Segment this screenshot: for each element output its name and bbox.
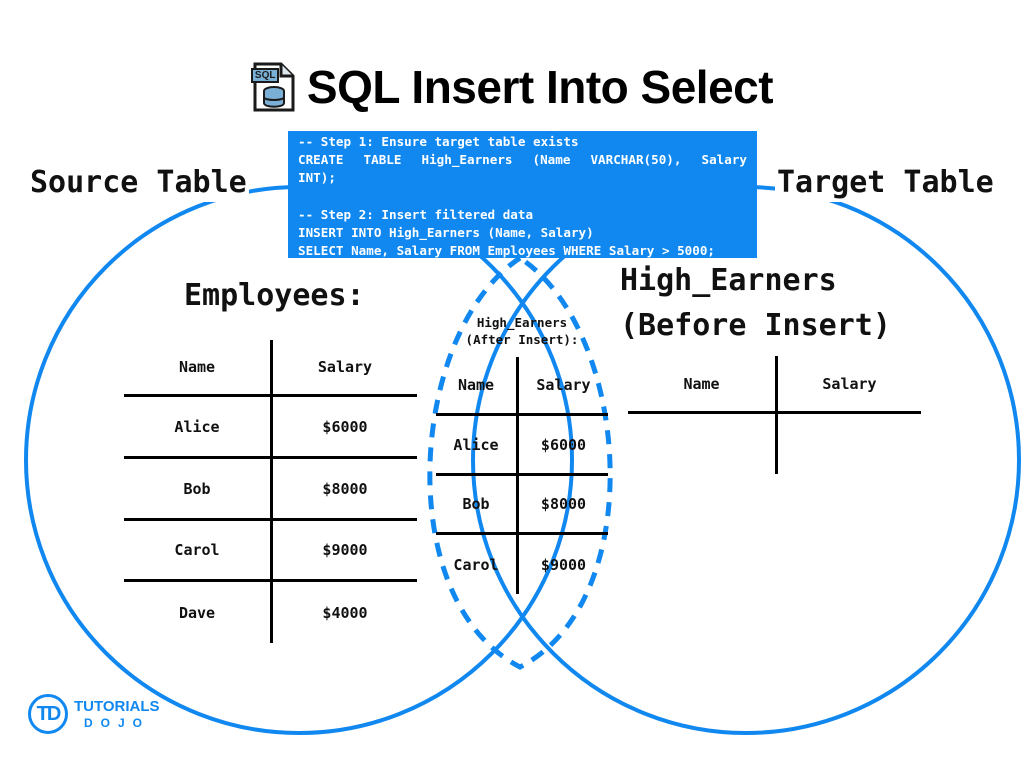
empty-table-cell [628, 414, 778, 474]
overlap-table: Name Salary Alice $6000 Bob $8000 Carol … [436, 357, 608, 594]
header-cell: Salary [519, 357, 608, 416]
target-title-line2: (Before Insert) [620, 308, 891, 343]
table-cell: $9000 [540, 555, 587, 574]
source-table: Name Salary Alice $6000 Bob $8000 Carol … [124, 340, 417, 643]
sql-icon-tag: SQL [254, 70, 276, 81]
overlap-dashed-outline [427, 255, 613, 670]
target-table: Name Salary [628, 356, 921, 474]
logo-line1: TUTORIALS [74, 697, 160, 715]
logo-line2: DOJO [84, 715, 151, 730]
source-table-label: Source Table [28, 164, 249, 202]
empty-table-cell [778, 414, 921, 474]
table-cell: $9000 [273, 521, 417, 582]
sql-file-icon: SQL [250, 61, 297, 113]
overlap-title-line2: (After Insert): [465, 332, 579, 347]
target-table-title: High_Earners (Before Insert) [620, 258, 891, 348]
header-cell: Salary [273, 340, 417, 397]
sql-code-block: -- Step 1: Ensure target table exists CR… [288, 131, 757, 258]
table-cell: Bob [124, 459, 273, 521]
code-line: CREATE TABLE High_Earners (Name VARCHAR(… [298, 152, 747, 168]
code-line: -- Step 2: Insert filtered data [298, 206, 534, 222]
header-cell: Salary [778, 356, 921, 414]
table-cell: Alice [436, 416, 519, 476]
table-cell: Carol [436, 535, 519, 594]
table-cell: $6000 [273, 397, 417, 459]
header-cell: Name [436, 357, 519, 416]
code-line: INSERT INTO High_Earners (Name, Salary) [298, 224, 594, 240]
table-cell: $4000 [322, 603, 368, 622]
table-cell: Dave [124, 582, 273, 643]
overlap-title-line1: High_Earners [476, 315, 568, 330]
logo-text: TUTORIALS DOJO [74, 698, 160, 731]
target-title-line1: High_Earners [620, 263, 837, 298]
header-cell: Name [124, 340, 273, 397]
header-cell: Name [628, 356, 778, 414]
code-blank-line [298, 188, 747, 206]
code-line: -- Step 1: Ensure target table exists [298, 134, 579, 149]
source-table-title: Employees: [184, 278, 365, 313]
tutorials-dojo-logo: TD TUTORIALS DOJO [28, 690, 160, 738]
table-cell: $6000 [519, 416, 608, 476]
title-row: SQL SQL Insert Into Select [0, 58, 1024, 116]
code-line: INT); [298, 170, 336, 186]
target-table-label: Target Table [775, 164, 996, 202]
table-cell: Bob [436, 476, 519, 535]
page-title: SQL Insert Into Select [306, 61, 774, 113]
table-cell: Carol [124, 521, 273, 582]
table-cell: $8000 [273, 459, 417, 521]
table-cell: Alice [124, 397, 273, 459]
code-line: SELECT Name, Salary FROM Employees WHERE… [298, 243, 716, 258]
table-cell: $8000 [519, 476, 608, 535]
td-badge-icon: TD [28, 694, 68, 734]
overlap-table-title: High_Earners (After Insert): [462, 314, 582, 348]
